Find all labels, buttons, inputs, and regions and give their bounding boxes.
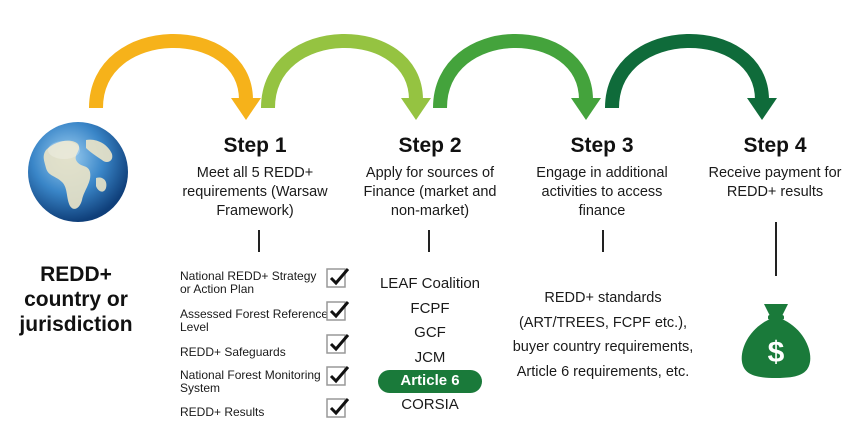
arc-2 xyxy=(261,34,431,120)
requirement-2: Assessed Forest Reference Level xyxy=(180,307,329,334)
requirement-5: REDD+ Results xyxy=(180,405,265,419)
check-box-icon xyxy=(326,366,350,386)
step-4-title: Step 4 xyxy=(743,134,807,157)
step-1: Step 1 Meet all 5 REDD+ requirements (Wa… xyxy=(170,134,340,221)
svg-text:$: $ xyxy=(768,336,785,369)
step-2: Step 2 Apply for sources of Finance (mar… xyxy=(350,134,510,221)
finance-sources-list: LEAF Coalition FCPF GCF JCM Article 6 CO… xyxy=(372,272,488,418)
requirement-3: REDD+ Safeguards xyxy=(180,345,286,359)
money-bag-icon: $ xyxy=(741,304,811,378)
step-4: Step 4 Receive payment for REDD+ results xyxy=(700,134,850,202)
connector-line-3 xyxy=(602,230,604,252)
check-box-icon xyxy=(326,268,350,288)
check-box-icon xyxy=(326,301,350,321)
step-2-title: Step 2 xyxy=(398,134,462,157)
arc-1 xyxy=(89,34,261,120)
additional-activities-text: REDD+ standards (ART/TREES, FCPF etc.), … xyxy=(512,290,694,380)
requirement-4: National Forest Monitoring System xyxy=(180,368,321,395)
requirement-1: National REDD+ Strategy or Action Plan xyxy=(180,269,317,296)
step-3-description: Engage in additional activities to acces… xyxy=(536,165,668,219)
step-1-title: Step 1 xyxy=(223,134,287,157)
globe-icon xyxy=(28,122,128,222)
step-3: Step 3 Engage in additional activities t… xyxy=(522,134,682,221)
arc-3 xyxy=(433,34,601,120)
step-2-description: Apply for sources of Finance (market and… xyxy=(363,165,497,219)
arc-4 xyxy=(605,34,777,120)
step-1-description: Meet all 5 REDD+ requirements (Warsaw Fr… xyxy=(182,165,328,219)
check-box-icon xyxy=(326,398,350,418)
finance-source-gcf: GCF xyxy=(414,324,446,341)
connector-line-1 xyxy=(258,230,260,252)
finance-source-article-6-highlight: Article 6 xyxy=(378,370,482,393)
connector-line-2 xyxy=(428,230,430,252)
finance-source-leaf: LEAF Coalition xyxy=(379,275,481,292)
connector-line-4 xyxy=(775,222,777,276)
step-4-description: Receive payment for REDD+ results xyxy=(708,165,842,200)
finance-source-jcm: JCM xyxy=(414,348,446,366)
country-label: REDD+ country or jurisdiction xyxy=(19,263,133,336)
step-3-title: Step 3 xyxy=(570,134,634,157)
check-box-icon xyxy=(326,334,350,354)
finance-source-corsia: CORSIA xyxy=(401,396,459,413)
finance-source-fcpf: FCPF xyxy=(410,299,450,317)
